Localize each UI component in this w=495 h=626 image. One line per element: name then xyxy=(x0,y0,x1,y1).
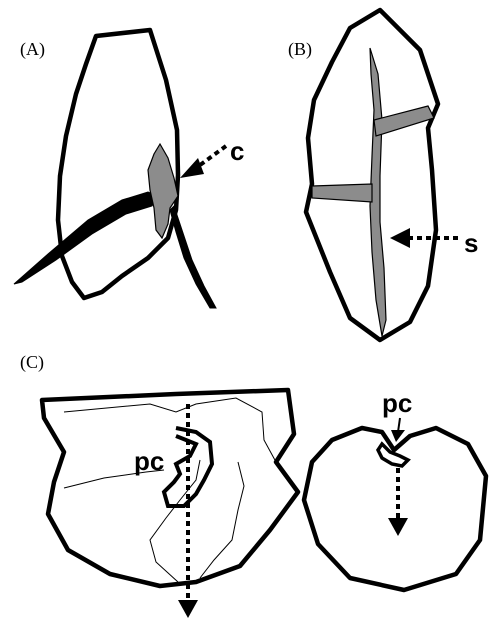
panel-c: (C) pc pc xyxy=(20,352,486,618)
panel-a: (A) c xyxy=(14,30,244,308)
panel-a-label: (A) xyxy=(20,39,45,60)
annotation-pc-left: pc xyxy=(134,446,164,476)
panel-b: (B) s xyxy=(288,10,478,340)
annotation-s: s xyxy=(464,228,478,258)
panel-a-tail xyxy=(170,206,216,308)
annotation-pc-right: pc xyxy=(382,388,412,418)
panel-a-pointer-c-head xyxy=(180,158,204,178)
panel-c-label: (C) xyxy=(20,352,44,373)
panel-c-right-pc-pointer-line xyxy=(398,418,400,432)
annotation-c: c xyxy=(230,136,244,166)
panel-c-left-pointer-head xyxy=(178,600,198,618)
panel-b-label: (B) xyxy=(288,39,312,60)
